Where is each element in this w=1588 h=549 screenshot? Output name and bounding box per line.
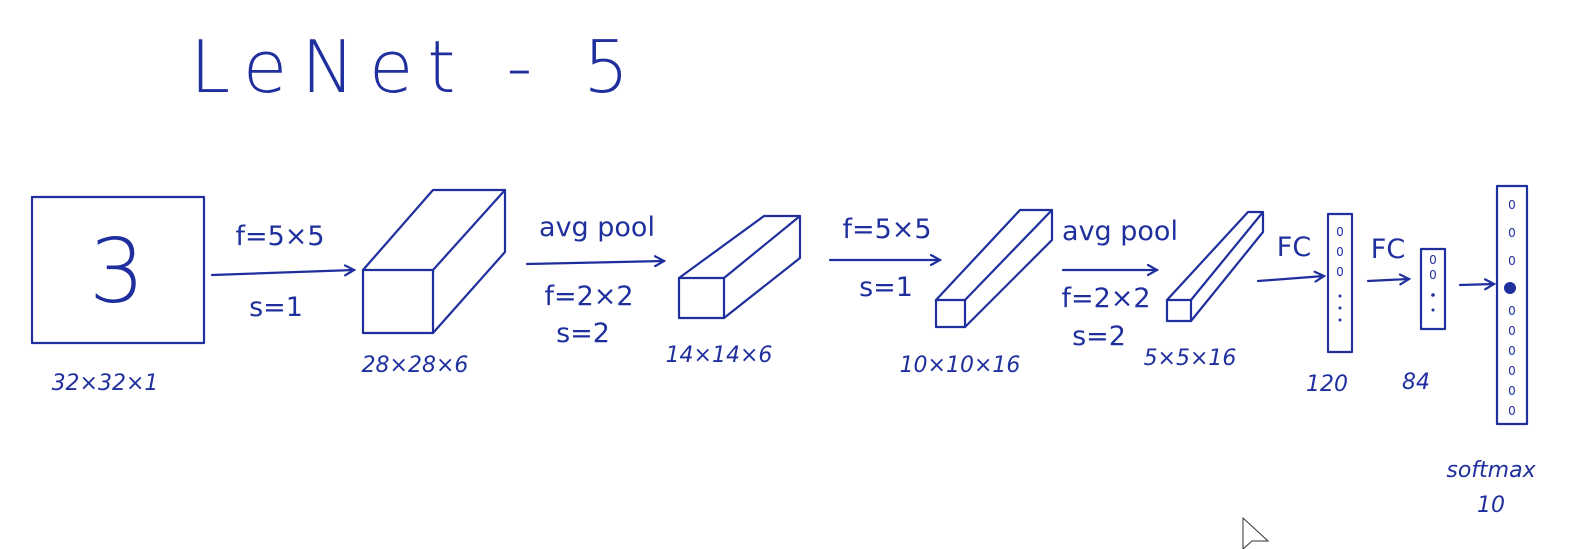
fc2-ellipsis-dot [1431, 308, 1435, 312]
conv2-volume [934, 208, 1054, 329]
pool2-label: avg pool [1062, 216, 1178, 247]
diagram-title: LeNet - 5 [190, 25, 643, 109]
input-dims: 32×32×1 [52, 371, 159, 396]
fc1-arrow [1256, 276, 1324, 281]
pool1-volume [677, 214, 802, 320]
conv1-volume [361, 188, 507, 335]
conv1-arrow [210, 270, 354, 275]
fc2-arrow [1366, 279, 1409, 281]
output-node: 0 [1508, 198, 1516, 212]
fc1-ellipsis-dot [1338, 306, 1342, 310]
output-node: 0 [1508, 364, 1516, 378]
fc1-node: 0 [1336, 245, 1344, 259]
conv2-filter-label: f=5×5 [842, 214, 931, 245]
fc1-units: 120 [1306, 372, 1348, 397]
pool1-label: avg pool [539, 212, 655, 243]
pool1-filter-label: f=2×2 [544, 281, 633, 312]
conv1-dims: 28×28×6 [362, 353, 469, 378]
fc2-node: 0 [1429, 253, 1437, 267]
fc2-units: 84 [1402, 370, 1430, 395]
conv1-stride-label: s=1 [249, 292, 303, 323]
pool2-dims: 5×5×16 [1144, 346, 1237, 371]
softmax-label: softmax [1446, 458, 1536, 483]
pool1-arrow [525, 261, 664, 264]
fc2-layer: 0 0 [1419, 247, 1447, 331]
pool1-stride-label: s=2 [556, 318, 610, 349]
output-node-active [1504, 282, 1516, 294]
fc1-ellipsis-dot [1338, 318, 1342, 322]
output-node: 0 [1508, 254, 1516, 268]
fc1-ellipsis-dot [1338, 294, 1342, 298]
fc2-ellipsis-dot [1431, 293, 1435, 297]
fc1-node: 0 [1336, 225, 1344, 239]
fc1-layer: 0 0 0 [1326, 212, 1354, 354]
conv2-stride-label: s=1 [859, 272, 913, 303]
softmax-units: 10 [1477, 493, 1505, 518]
fc1-node: 0 [1336, 265, 1344, 279]
output-node: 0 [1508, 344, 1516, 358]
fc2-node: 0 [1429, 268, 1437, 282]
conv2-dims: 10×10×16 [900, 353, 1021, 378]
output-node: 0 [1508, 304, 1516, 318]
output-node: 0 [1508, 324, 1516, 338]
input-digit: 3 [89, 220, 145, 323]
output-arrow [1458, 284, 1494, 285]
output-node: 0 [1508, 404, 1516, 418]
pool2-filter-label: f=2×2 [1061, 283, 1150, 314]
softmax-layer: 0 0 0 0 0 0 0 0 0 [1495, 184, 1529, 426]
pool1-dims: 14×14×6 [666, 343, 773, 368]
mouse-cursor-icon [1242, 516, 1270, 549]
input-image: 3 [30, 195, 206, 345]
pool2-stride-label: s=2 [1072, 321, 1126, 352]
output-node: 0 [1508, 384, 1516, 398]
output-node: 0 [1508, 226, 1516, 240]
fc1-label: FC [1277, 232, 1311, 263]
fc2-label: FC [1371, 234, 1405, 265]
conv1-filter-label: f=5×5 [235, 221, 324, 252]
pool2-volume [1165, 210, 1265, 323]
